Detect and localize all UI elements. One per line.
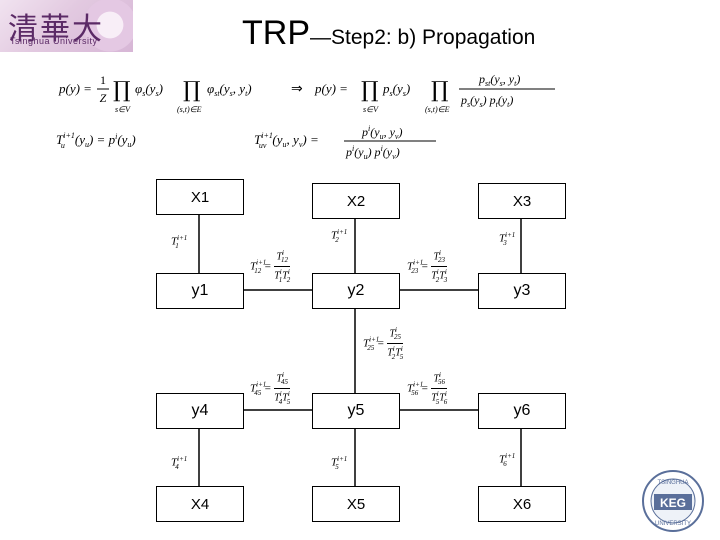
svg-text:s∈V: s∈V [363, 105, 379, 114]
label-t1: Ti+11 [171, 234, 188, 250]
label-t2: Ti+12 [331, 228, 348, 244]
label-t3: Ti+13 [499, 231, 516, 247]
title-main: TRP [242, 14, 310, 52]
label-t4: Ti+14 [171, 455, 188, 471]
svg-text:pi(yu, yv): pi(yu, yv) [361, 124, 402, 141]
svg-text:∏: ∏ [183, 78, 201, 103]
joint-formula: p(y) = 1 Z ∏ s∈V φs(ys) ∏ (s,t)∈E φst(ys… [58, 72, 555, 114]
label-t6: Ti+16 [499, 452, 516, 468]
svg-text:s∈V: s∈V [115, 105, 131, 114]
node-y2: y2 [312, 273, 400, 309]
svg-text:∏: ∏ [113, 78, 131, 103]
node-y4: y4 [156, 393, 244, 429]
node-x3: X3 [478, 183, 566, 219]
svg-text:(s,t)∈E: (s,t)∈E [177, 105, 202, 114]
node-y6: y6 [478, 393, 566, 429]
svg-text:p(y) =: p(y) = [314, 81, 348, 96]
svg-text:1: 1 [100, 73, 106, 87]
node-x6: X6 [478, 486, 566, 522]
node-y5: y5 [312, 393, 400, 429]
logo-script: 清華大學 [8, 12, 104, 47]
keg-bottom-text: UNIVERSITY [655, 521, 691, 527]
slide-title: TRP—Step2: b) Propagation [242, 14, 535, 53]
keg-logo: KEG TSINGHUA UNIVERSITY [642, 470, 704, 532]
keg-top-text: TSINGHUA [657, 480, 688, 486]
node-y3: y3 [478, 273, 566, 309]
svg-text:∏: ∏ [361, 78, 379, 103]
label-t5: Ti+15 [331, 455, 348, 471]
node-x4: X4 [156, 486, 244, 522]
svg-text:Z: Z [100, 91, 107, 105]
svg-text:pi(yu) pi(yv): pi(yu) pi(yv) [345, 144, 400, 161]
node-x1: X1 [156, 179, 244, 215]
svg-text:ps(ys) pt(yt): ps(ys) pt(yt) [460, 93, 513, 109]
node-y1: y1 [156, 273, 244, 309]
svg-text:p(y) =: p(y) = [58, 81, 92, 96]
svg-text:∏: ∏ [431, 78, 449, 103]
flower-decoration [79, 0, 133, 52]
implies-symbol: ⇒ [291, 81, 303, 97]
logo-subtitle: Tsinghua University [10, 36, 98, 46]
tsinghua-logo: 清華大學 Tsinghua University [0, 0, 133, 52]
title-rest: —Step2: b) Propagation [310, 26, 536, 49]
svg-text:(s,t)∈E: (s,t)∈E [425, 105, 450, 114]
keg-text: KEG [660, 496, 686, 510]
node-x5: X5 [312, 486, 400, 522]
node-x2: X2 [312, 183, 400, 219]
